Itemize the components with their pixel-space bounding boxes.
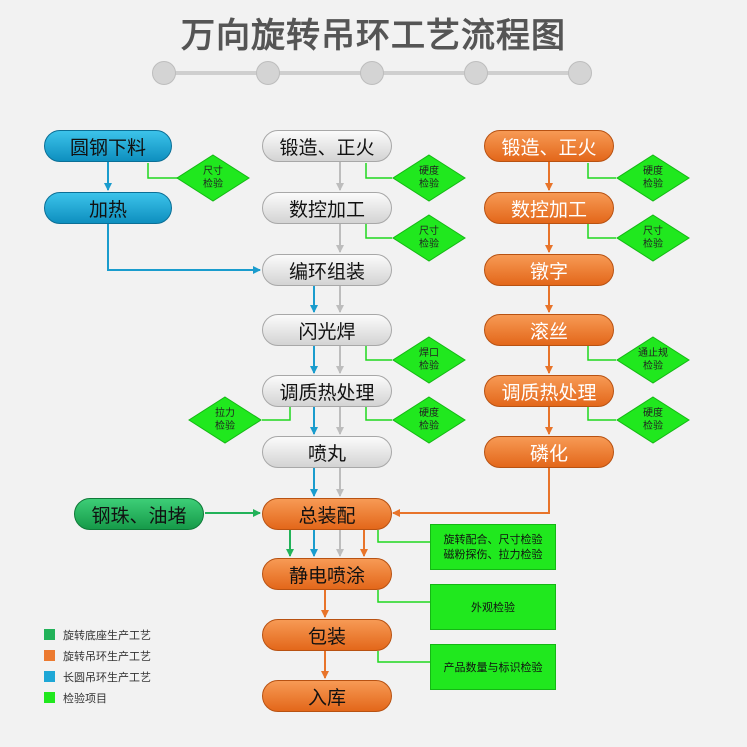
step-quench-temper-rotary: 调质热处理 [484,375,614,407]
step-warehouse: 入库 [262,680,392,712]
check-hardness-diamond: 硬度检验 [616,154,690,202]
check-label: 拉力 [215,408,235,419]
step-upset: 镦字 [484,254,614,286]
check-label: 检验 [419,179,439,190]
inspection-line: 磁粉探伤、拉力检验 [443,548,543,561]
step-steel-ball-plug: 钢珠、油堵 [74,498,204,530]
divider-dot [464,61,488,85]
check-label: 检验 [419,421,439,432]
check-weld-diamond: 焊口检验 [392,336,466,384]
step-heat: 加热 [44,192,172,224]
legend-item: 旋转底座生产工艺 [44,624,151,645]
step-cnc: 数控加工 [262,192,392,224]
step-bend-assemble: 编环组装 [262,254,392,286]
legend-label: 旋转吊环生产工艺 [63,649,151,663]
check-label: 尺寸 [203,166,223,177]
check-label: 检验 [643,239,663,250]
check-size-diamond: 尺寸检验 [616,214,690,262]
divider-dot [360,61,384,85]
check-label: 检验 [643,361,663,372]
step-electrostatic-paint: 静电喷涂 [262,558,392,590]
legend-swatch [44,671,55,682]
check-label: 焊口 [419,348,439,359]
step-forge: 锻造、正火 [262,130,392,162]
legend: 旋转底座生产工艺 旋转吊环生产工艺 长圆吊环生产工艺 检验项目 [44,624,151,708]
step-quench-temper: 调质热处理 [262,375,392,407]
check-label: 硬度 [419,408,439,419]
check-hardness-diamond: 硬度检验 [392,396,466,444]
legend-swatch [44,692,55,703]
step-pack: 包装 [262,619,392,651]
check-hardness-diamond: 硬度检验 [616,396,690,444]
check-label: 检验 [419,239,439,250]
legend-item: 长圆吊环生产工艺 [44,666,151,687]
check-label: 尺寸 [419,226,439,237]
divider-dot [256,61,280,85]
legend-item: 检验项目 [44,687,151,708]
step-cnc-rotary: 数控加工 [484,192,614,224]
check-size-diamond: 尺寸检验 [392,214,466,262]
check-label: 检验 [215,421,235,432]
check-label: 硬度 [419,166,439,177]
legend-label: 旋转底座生产工艺 [63,628,151,642]
inspection-line: 外观检验 [471,600,515,614]
step-flash-weld: 闪光焊 [262,314,392,346]
page-title: 万向旋转吊环工艺流程图 [181,16,566,56]
check-label: 检验 [643,421,663,432]
step-final-assembly: 总装配 [262,498,392,530]
inspection-quantity: 产品数量与标识检验 [430,644,556,690]
check-size-diamond: 尺寸检验 [176,154,250,202]
legend-label: 长圆吊环生产工艺 [63,670,151,684]
check-label: 通止规 [638,348,668,359]
step-shot-blast: 喷丸 [262,436,392,468]
check-tension-diamond: 拉力检验 [188,396,262,444]
check-label: 硬度 [643,166,663,177]
legend-item: 旋转吊环生产工艺 [44,645,151,666]
check-hardness-diamond: 硬度检验 [392,154,466,202]
check-label: 检验 [643,179,663,190]
inspection-appearance: 外观检验 [430,584,556,630]
inspection-line: 旋转配合、尺寸检验 [443,533,543,546]
check-gauge-diamond: 通止规检验 [616,336,690,384]
legend-label: 检验项目 [63,691,107,705]
step-phosphate: 磷化 [484,436,614,468]
step-forge-rotary: 锻造、正火 [484,130,614,162]
legend-swatch [44,629,55,640]
divider-dot [152,61,176,85]
inspection-line: 产品数量与标识检验 [443,660,543,674]
check-label: 检验 [419,361,439,372]
check-label: 尺寸 [643,226,663,237]
legend-swatch [44,650,55,661]
divider-dot [568,61,592,85]
check-label: 硬度 [643,408,663,419]
step-roll-thread: 滚丝 [484,314,614,346]
check-label: 检验 [203,179,223,190]
step-cut-steel: 圆钢下料 [44,130,172,162]
inspection-assembly: 旋转配合、尺寸检验 磁粉探伤、拉力检验 [430,524,556,570]
